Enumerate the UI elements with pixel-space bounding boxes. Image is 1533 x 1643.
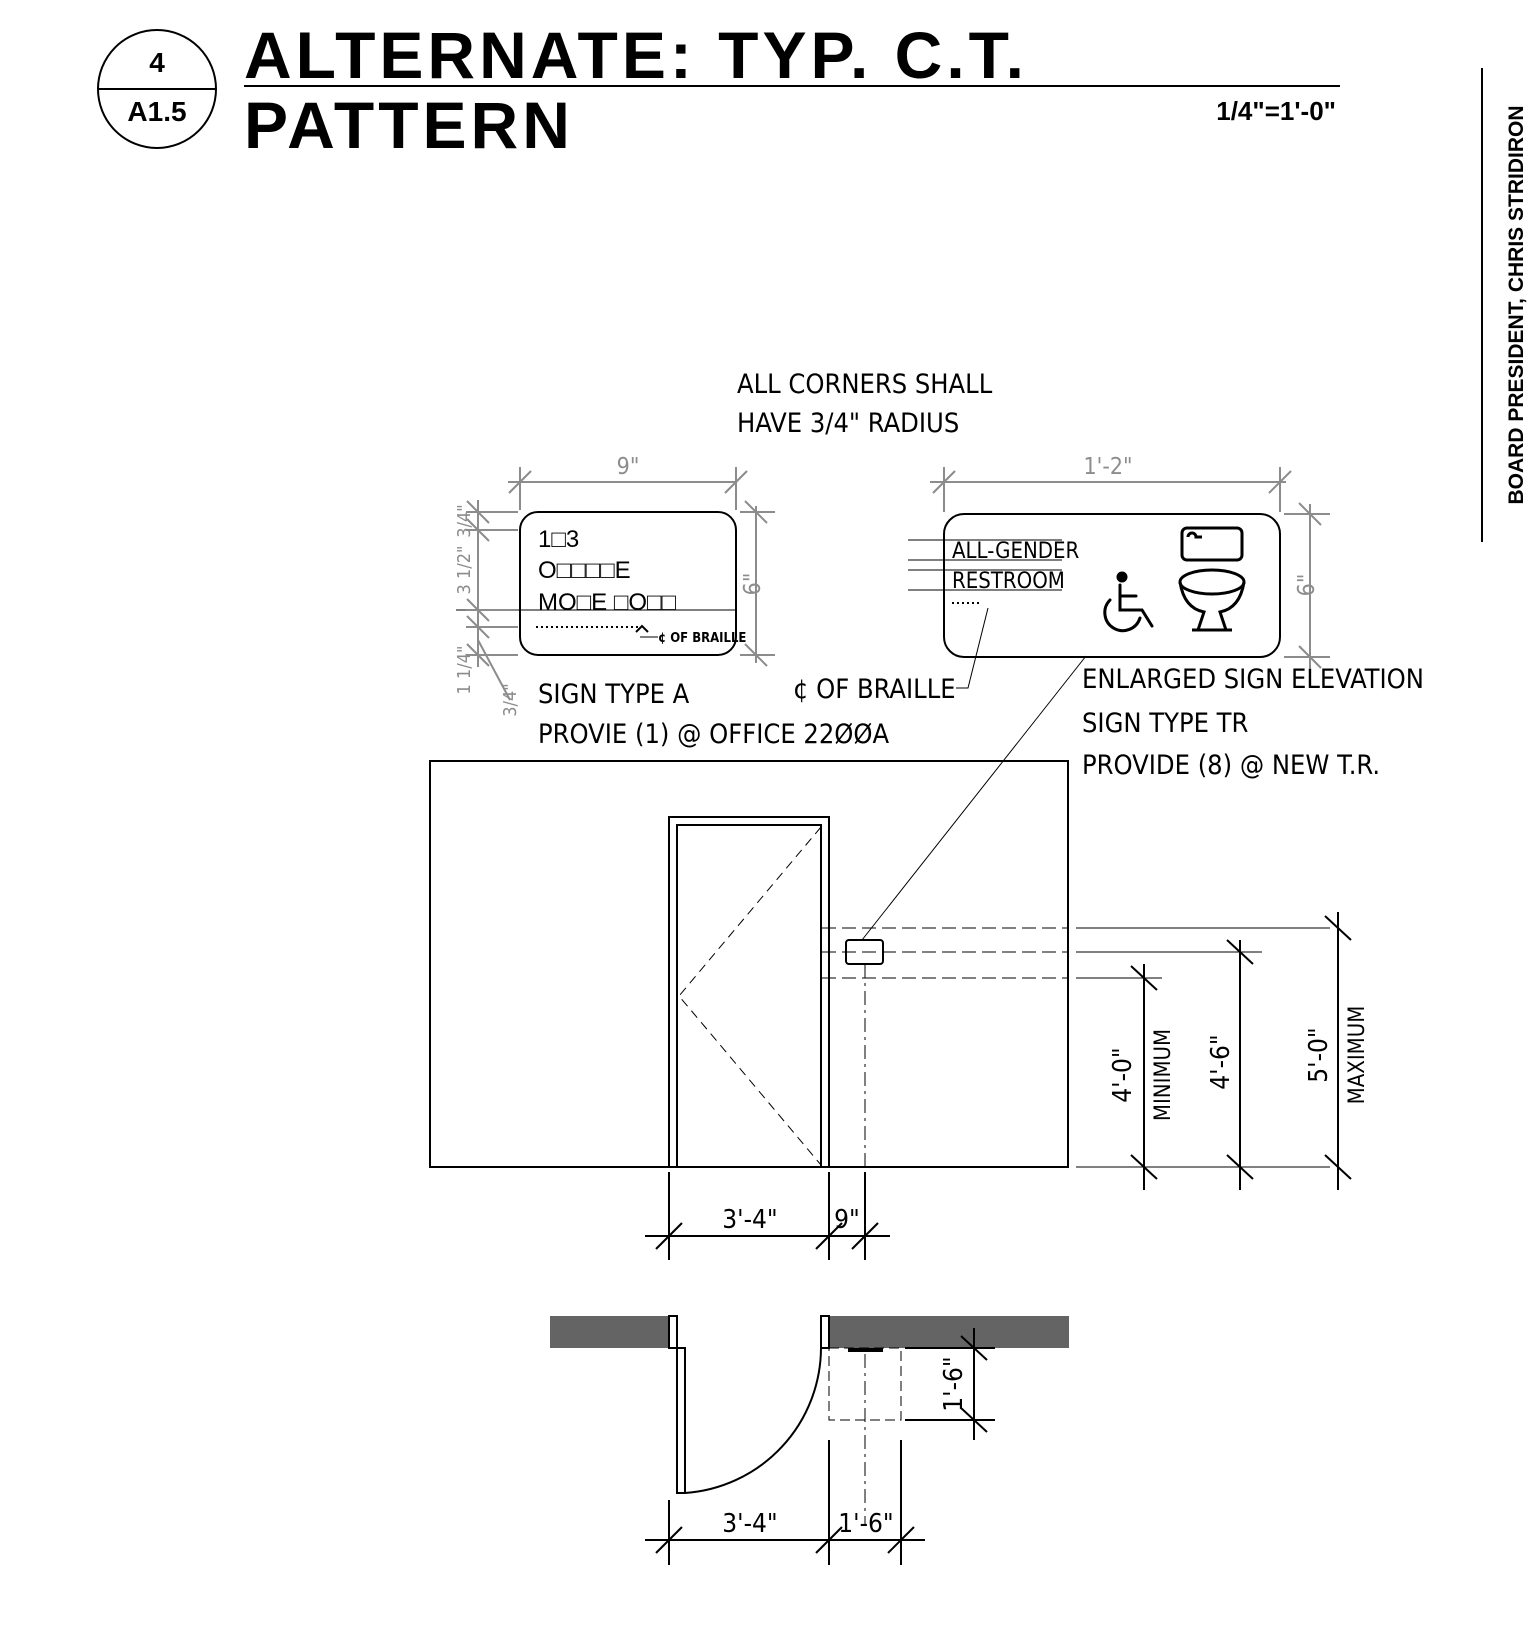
elevation-door-width: 3'-4" — [722, 1205, 777, 1235]
jamb-left — [668, 1315, 678, 1349]
jamb-right — [820, 1315, 830, 1349]
sign-a-dim-bottom: 3/4" — [500, 683, 521, 717]
sign-tr-dim-height: 6" — [1294, 574, 1320, 597]
side-title-strip: BOARD PRESIDENT, CHRIS STRIDIRON — [1481, 68, 1528, 542]
plan-clearance-width: 1'-6" — [838, 1509, 893, 1539]
sign-tr-dim-width: 1'-2" — [1084, 454, 1133, 480]
sign-a-text-line2: O□□□□E — [538, 557, 631, 584]
title-block: 4 A1.5 ALTERNATE: TYP. C.T. PATTERN 1/4"… — [97, 18, 1340, 162]
scale-label: 1/4"=1'-0" — [1216, 96, 1336, 126]
corners-note-line1: ALL CORNERS SHALL — [737, 369, 993, 400]
dim-center-value: 4'-6" — [1206, 1034, 1236, 1089]
sign-a-text-line1: 1□3 — [538, 526, 579, 553]
sheet-number: A1.5 — [127, 96, 186, 127]
door-swing-indicator — [678, 826, 822, 1166]
dim-max-label: MAXIMUM — [1345, 1006, 1370, 1105]
dim-min-label: MINIMUM — [1151, 1029, 1176, 1121]
elevation-guides — [822, 927, 1068, 1167]
sign-tr-panel — [943, 513, 1281, 658]
sign-a-dim-lower: 1 1/4" — [454, 646, 475, 695]
wheelchair-icon — [1103, 571, 1154, 633]
door-leaf — [676, 824, 822, 1168]
sign-tr-braille-leader — [956, 607, 989, 689]
sign-tr-label-line1: ENLARGED SIGN ELEVATION — [1082, 664, 1424, 695]
plan-dimensions — [645, 1328, 995, 1565]
elevation-height-dims — [1130, 912, 1352, 1190]
door-leaf-plan — [676, 1347, 686, 1494]
sign-a-braille-marker — [635, 624, 649, 633]
sign-tr-dimensions — [930, 467, 1330, 669]
sign-a-text-line3: MO□E □O□□ — [538, 589, 676, 616]
door-swing-arc — [684, 1347, 822, 1494]
elevation-width-dims — [645, 1172, 890, 1260]
door-frame — [668, 816, 830, 1168]
wall-right — [829, 1316, 1069, 1348]
sign-type-tr: ALL-GENDER RESTROOM ¢ OF BRAILLE — [793, 454, 1424, 781]
sign-leader-line — [861, 655, 1087, 941]
sign-a-dim-width: 9" — [617, 454, 640, 480]
sign-tr-guidelines — [908, 539, 1062, 591]
sign-tr-label-line3: PROVIDE (8) @ NEW T.R. — [1082, 750, 1380, 781]
sign-a-braille-label: ¢ OF BRAILLE — [658, 631, 746, 646]
detail-number: 4 — [149, 47, 165, 78]
sign-a-dim-top: 3/4" — [454, 504, 475, 538]
plan-clearance-depth: 1'-6" — [939, 1356, 969, 1411]
side-label: BOARD PRESIDENT, CHRIS STRIDIRON — [1505, 105, 1528, 504]
sign-a-label-line2: PROVIE (1) @ OFFICE 22ØØA — [538, 719, 890, 750]
sign-tr-label-line2: SIGN TYPE TR — [1082, 708, 1248, 739]
sign-type-a: 1□3 O□□□□E MO□E □O□□ ¢ OF BRAILLE — [454, 454, 890, 750]
toilet-icon — [1178, 526, 1246, 632]
title-line2: PATTERN — [244, 88, 574, 162]
title-line1: ALTERNATE: TYP. C.T. — [244, 18, 1028, 92]
elevation-extension-lines — [1076, 927, 1330, 1168]
sign-a-dimensions — [466, 467, 775, 701]
sign-a-dim-mid: 3 1/2" — [454, 546, 475, 595]
sign-a-label-line1: SIGN TYPE A — [538, 679, 690, 710]
dim-max-value: 5'-0" — [1304, 1027, 1334, 1082]
sign-a-dim-height: 6" — [740, 573, 766, 596]
dim-min-value: 4'-0" — [1108, 1047, 1138, 1102]
wall-outline — [429, 760, 1069, 1168]
wall-elevation: 4'-0" MINIMUM 4'-6" 5'-0" MAXIMUM 3'-4" … — [429, 760, 1370, 1260]
sign-a-panel — [519, 511, 737, 656]
elevation-sign-offset: 9" — [834, 1205, 860, 1235]
door-plan: 3'-4" 1'-6" 1'-6" — [550, 1315, 1069, 1565]
plan-door-width: 3'-4" — [722, 1509, 777, 1539]
corners-note-line2: HAVE 3/4" RADIUS — [737, 408, 959, 439]
wall-left — [550, 1316, 669, 1348]
sign-tr-braille-label: ¢ OF BRAILLE — [793, 674, 956, 705]
